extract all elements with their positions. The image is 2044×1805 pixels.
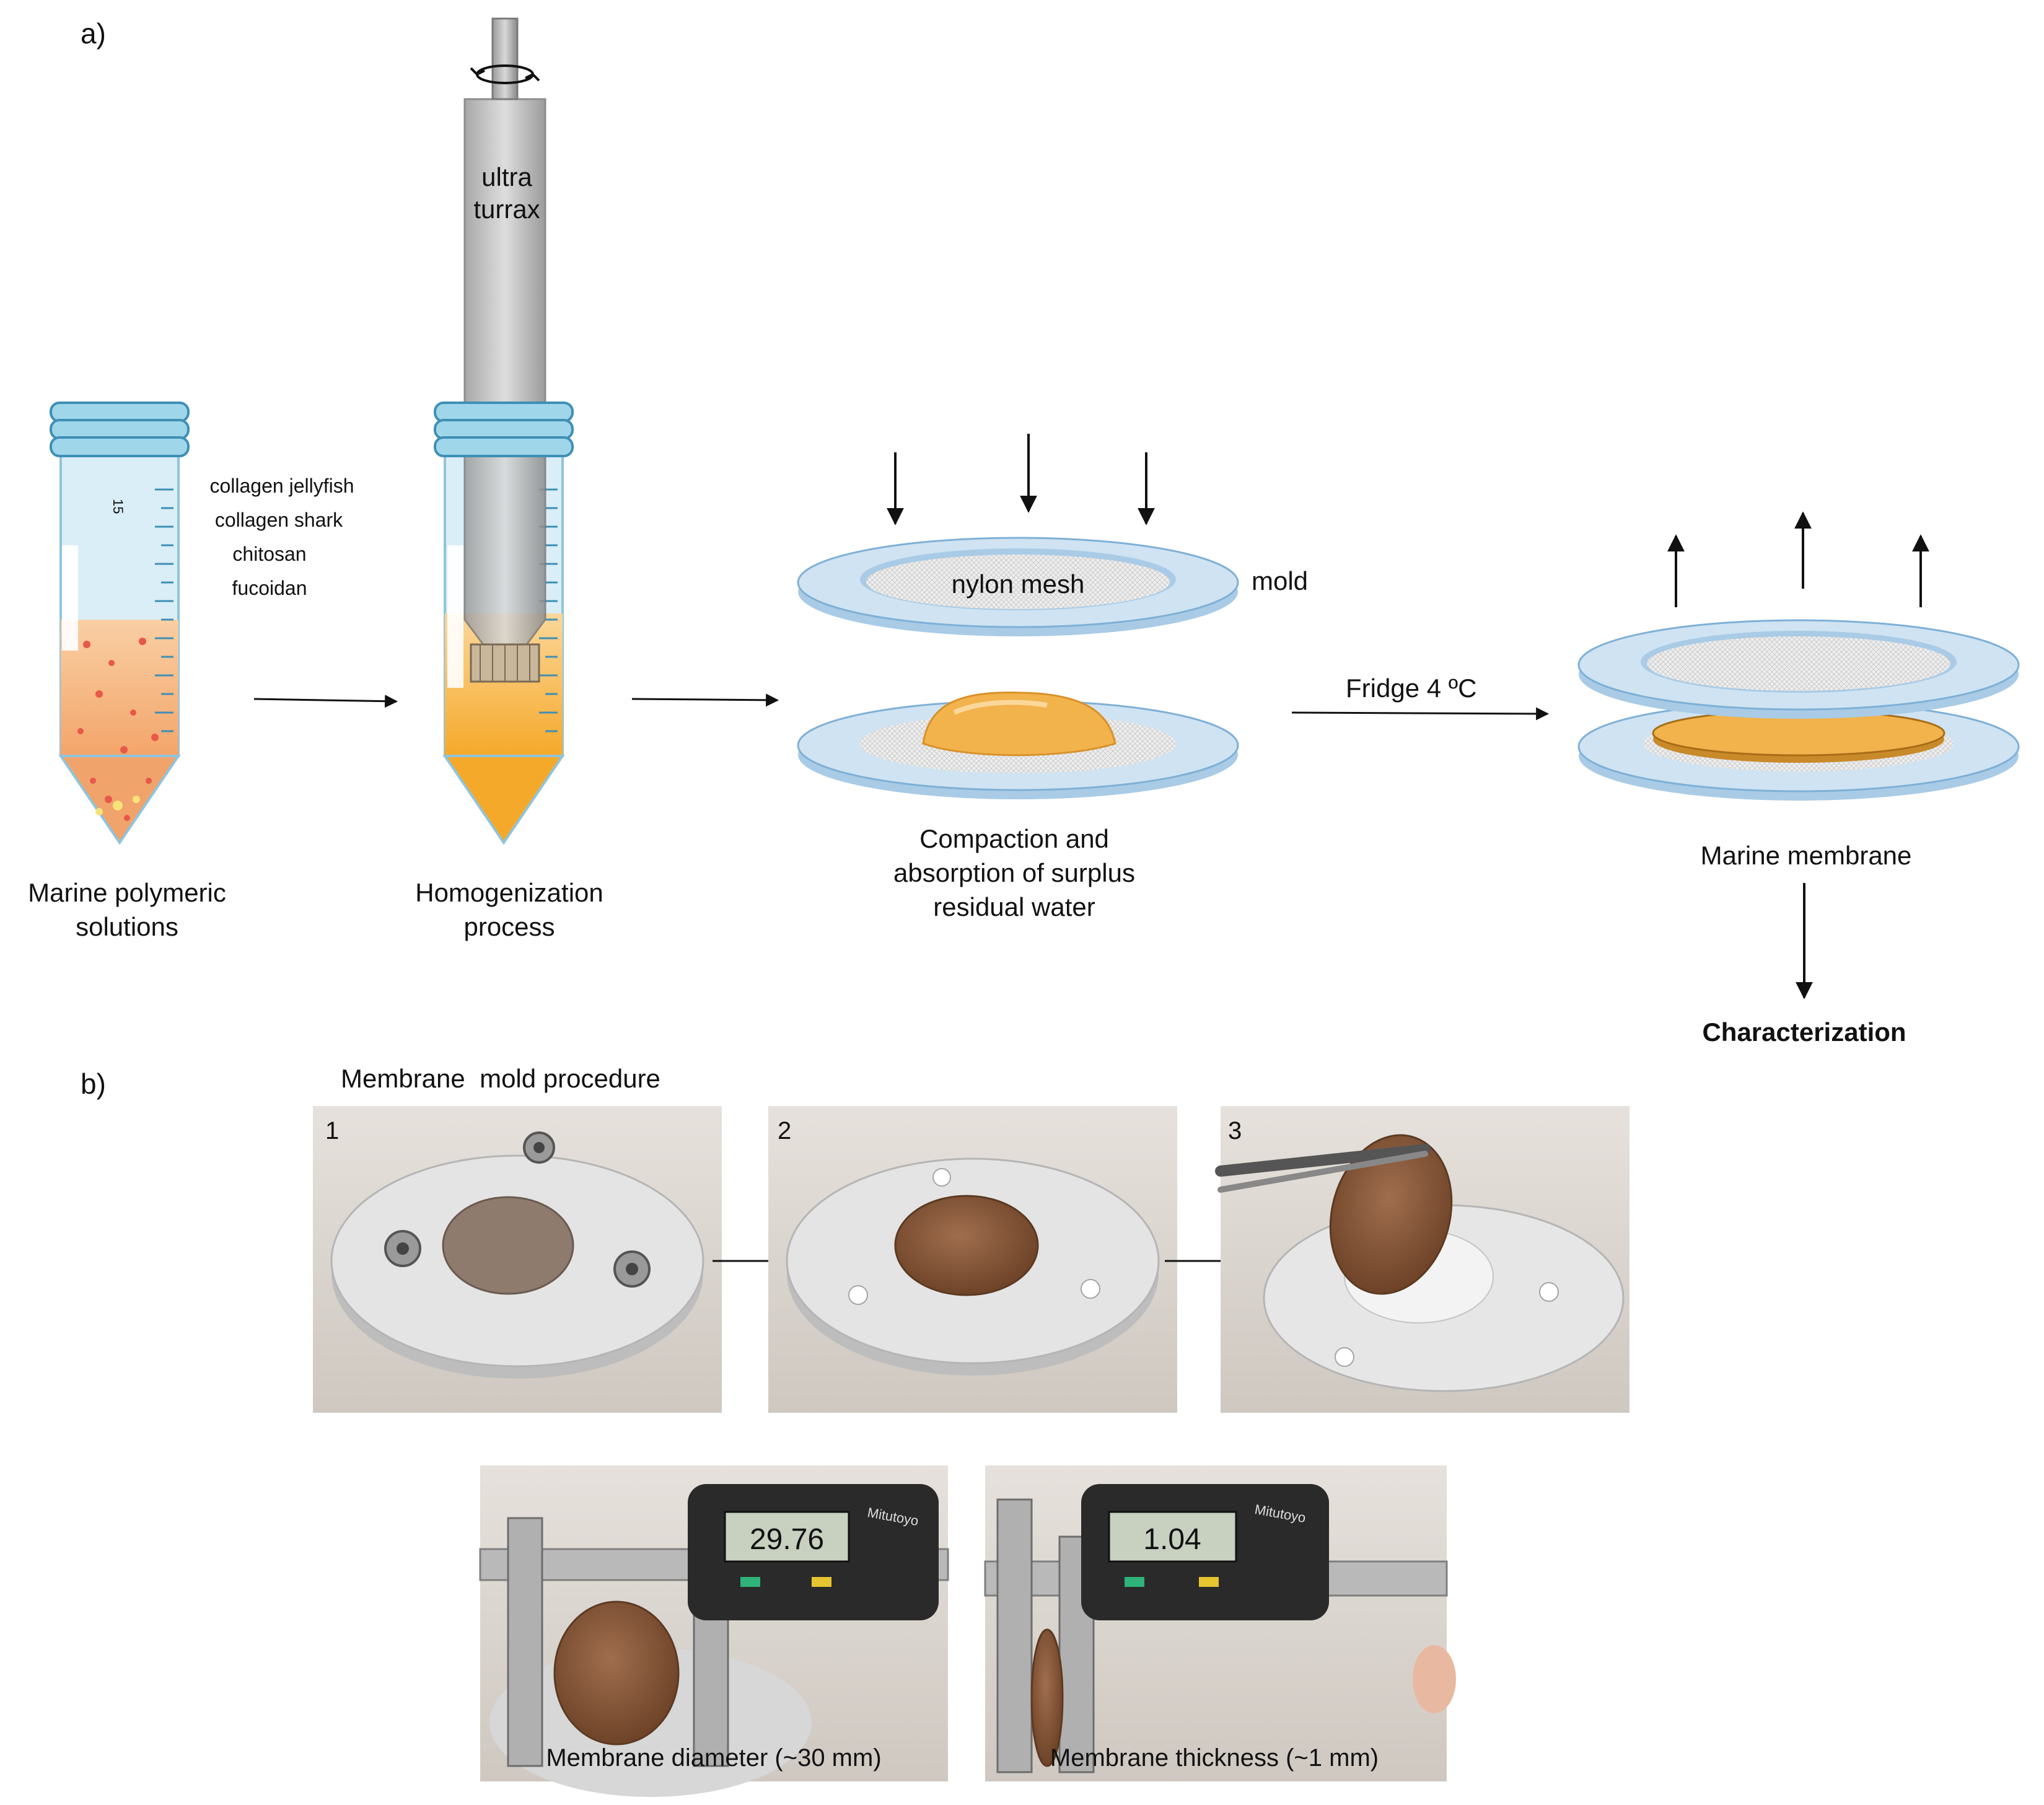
diameter-caption: Membrane diameter (~30 mm)	[546, 1744, 881, 1772]
mold-label: mold	[1252, 566, 1308, 595]
step4-caption: Marine membrane	[1701, 841, 1912, 870]
step1-caption-line1: Marine polymeric	[28, 878, 226, 907]
step1-caption-line2: solutions	[76, 912, 178, 941]
tube-item-3: chitosan	[232, 543, 306, 565]
step3-caption-line2: absorption of surplus	[893, 858, 1135, 887]
characterization-label: Characterization	[1702, 1017, 1906, 1047]
membrane-sandwich	[1577, 619, 2020, 801]
arrow-step2-to-step3	[631, 693, 779, 707]
panel-a-label: a)	[81, 17, 106, 50]
photo-3-membrane-removed: 3	[1215, 1106, 1629, 1413]
panel-b-title: Membrane mold procedure	[341, 1064, 660, 1093]
photo-2-number: 2	[778, 1117, 791, 1144]
photo-1-mold-assembled: 1	[313, 1106, 722, 1413]
photo-3-number: 3	[1228, 1117, 1242, 1144]
step2-caption-line2: process	[463, 912, 555, 941]
tube-volume-mark: 15	[110, 499, 126, 514]
homogenizer-label-line2: turrax	[473, 195, 540, 224]
lift-arrows	[1667, 511, 1929, 607]
step3-caption-line1: Compaction and	[919, 824, 1109, 853]
thickness-caption: Membrane thickness (~1 mm)	[1050, 1744, 1379, 1772]
panel-b-label: b)	[81, 1068, 106, 1100]
photo-caliper-diameter: 29.76 Mitutoyo Membrane diameter (~30 mm…	[479, 1465, 949, 1797]
arrow-step1-to-step2	[253, 695, 398, 708]
arrow-step3-to-step4	[1291, 707, 1550, 721]
photo-2-mold-opened: 2	[768, 1106, 1177, 1413]
nylon-mesh-label: nylon mesh	[952, 569, 1085, 599]
diameter-display-reading: 29.76	[750, 1523, 824, 1556]
step2-caption-line1: Homogenization	[415, 878, 603, 907]
tube-item-4: fucoidan	[232, 577, 307, 599]
photo-1-number: 1	[325, 1117, 339, 1144]
mold-top-plate	[797, 537, 1239, 636]
falcon-tube-illustration: 15	[50, 402, 190, 845]
mold-bottom-plate-with-gel	[797, 692, 1239, 799]
homogenizer-label-line1: ultra	[481, 162, 532, 191]
tube-item-2: collagen shark	[215, 509, 343, 531]
ultra-turrax-homogenizer	[434, 17, 574, 845]
step3-caption-line3: residual water	[933, 892, 1095, 921]
photo-caliper-thickness: 1.04 Mitutoyo Membrane thickness (~1 mm)	[984, 1465, 1456, 1781]
fridge-label: Fridge 4 ºC	[1346, 674, 1476, 703]
thickness-display-reading: 1.04	[1143, 1523, 1201, 1556]
tube-item-1: collagen jellyfish	[209, 475, 354, 497]
compaction-arrows	[887, 434, 1155, 525]
